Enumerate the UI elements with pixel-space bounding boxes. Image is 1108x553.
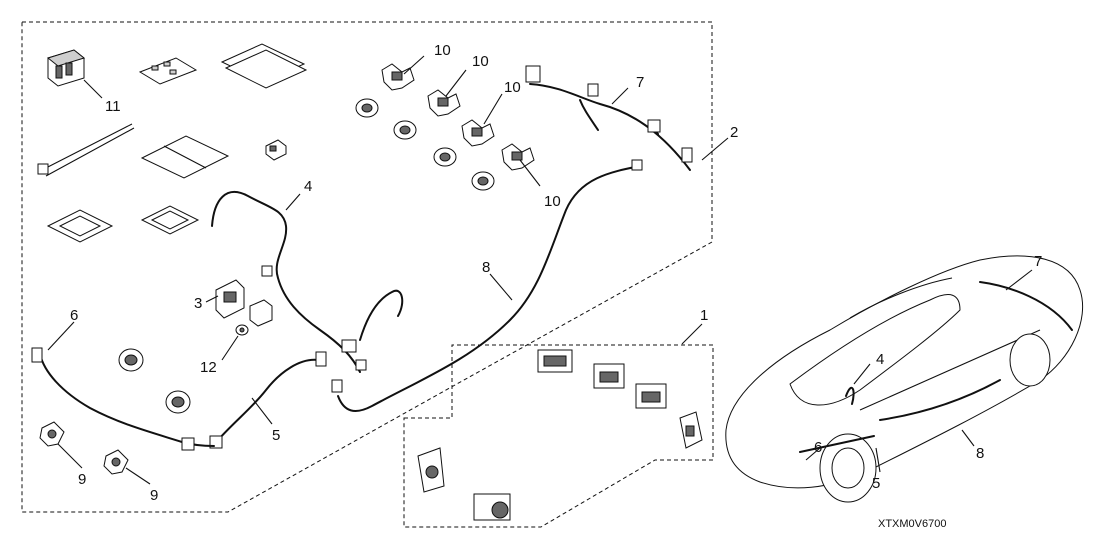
diagram-code: XTXM0V6700 xyxy=(878,518,946,530)
grommet-ring xyxy=(433,147,457,167)
clip-part xyxy=(249,299,273,327)
grommet-large xyxy=(165,390,191,414)
sensor-holder-10 xyxy=(461,119,495,147)
grommet-ring xyxy=(355,98,379,118)
harness-5 xyxy=(209,351,327,449)
sensor-group-boundary xyxy=(403,344,714,528)
vehicle-illustration xyxy=(725,255,1084,503)
harness-4 xyxy=(211,190,404,373)
gasket-left xyxy=(46,209,114,243)
callout-car-5: 5 xyxy=(872,475,880,492)
sensor-holder-9 xyxy=(39,421,65,447)
adhesive-sheets xyxy=(220,43,308,89)
callout-9: 9 xyxy=(150,487,158,504)
callout-car-7: 7 xyxy=(1034,253,1042,270)
switch-part xyxy=(46,49,86,87)
callout-11: 11 xyxy=(105,98,121,115)
parking-sensor xyxy=(635,383,667,409)
sensor-holder-9 xyxy=(103,449,129,475)
parking-sensor xyxy=(679,411,703,449)
cable-tie xyxy=(37,123,135,177)
callout-9: 9 xyxy=(78,471,86,488)
callout-10: 10 xyxy=(472,53,489,70)
washer-part xyxy=(235,324,249,336)
callout-6: 6 xyxy=(70,307,78,324)
tape-sheet xyxy=(140,135,230,179)
sensor-holder-10 xyxy=(381,63,415,91)
callout-1: 1 xyxy=(700,307,708,324)
mounting-pad xyxy=(138,57,198,85)
callout-7: 7 xyxy=(636,74,644,91)
parking-sensor xyxy=(593,363,625,389)
parking-sensor xyxy=(537,349,573,373)
callout-3: 3 xyxy=(194,295,202,312)
callout-8: 8 xyxy=(482,259,490,276)
harness-7 xyxy=(525,65,693,171)
callout-5: 5 xyxy=(272,427,280,444)
callout-12: 12 xyxy=(200,359,217,376)
gasket-right xyxy=(140,205,200,235)
callout-car-4: 4 xyxy=(876,351,884,368)
grommet-ring xyxy=(393,120,417,140)
sensor-holder-10 xyxy=(427,89,461,117)
leader-lines xyxy=(47,55,1033,485)
grommet-ring xyxy=(471,171,495,191)
callout-10: 10 xyxy=(504,79,521,96)
callout-4: 4 xyxy=(304,178,312,195)
parking-sensor xyxy=(417,447,445,493)
harness-6 xyxy=(31,347,215,451)
callout-car-8: 8 xyxy=(976,445,984,462)
harness-8 xyxy=(331,159,643,413)
callout-10: 10 xyxy=(434,42,451,59)
sensor-holder-10 xyxy=(501,143,535,171)
grommet-large xyxy=(118,348,144,372)
callout-2: 2 xyxy=(730,124,738,141)
callout-10: 10 xyxy=(544,193,561,210)
small-clip xyxy=(265,139,287,161)
callout-car-6: 6 xyxy=(814,439,822,456)
kit-boundary xyxy=(21,21,713,513)
parking-sensor xyxy=(473,493,511,521)
bracket-part xyxy=(215,279,245,319)
